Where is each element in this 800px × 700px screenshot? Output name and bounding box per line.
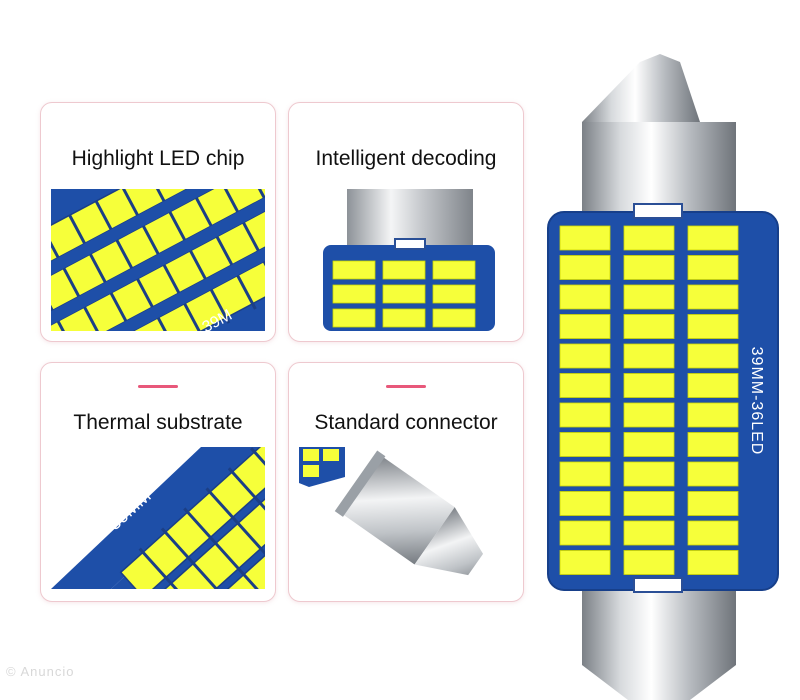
led-chip xyxy=(687,520,739,546)
led-chip xyxy=(687,461,739,487)
connector-closeup-image xyxy=(299,447,513,589)
led-chip xyxy=(687,402,739,428)
decoding-closeup-image xyxy=(299,189,513,331)
led-chip xyxy=(559,402,611,428)
feature-card-connector: Standard connector xyxy=(288,362,524,602)
led-chip xyxy=(623,255,675,280)
led-chip xyxy=(559,520,611,546)
led-chip xyxy=(687,373,739,398)
led-chip xyxy=(623,314,675,339)
substrate-closeup-image: 39MM xyxy=(51,447,265,589)
led-chip xyxy=(559,284,611,310)
led-chip xyxy=(687,550,739,575)
accent-line xyxy=(386,385,426,388)
led-chip xyxy=(687,432,739,457)
festoon-bulb-image: 39MM-36LED xyxy=(540,50,790,700)
led-chip xyxy=(559,314,611,339)
led-chip xyxy=(623,461,675,487)
led-chip xyxy=(559,491,611,516)
led-chip xyxy=(623,520,675,546)
led-chip xyxy=(687,255,739,280)
feature-title-connector: Standard connector xyxy=(314,411,498,434)
feature-card-led-chip: Highlight LED chip xyxy=(40,102,276,342)
led-chip xyxy=(623,402,675,428)
led-chip xyxy=(687,491,739,516)
led-chip xyxy=(623,491,675,516)
led-chip xyxy=(559,373,611,398)
led-chip xyxy=(559,343,611,369)
led-chip xyxy=(687,314,739,339)
feature-title-led-chip: Highlight LED chip xyxy=(71,147,245,170)
led-chip xyxy=(687,284,739,310)
pcb-model-label: 39MM-36LED xyxy=(748,347,765,456)
feature-card-substrate: Thermal substrate 39MM xyxy=(40,362,276,602)
feature-card-decoding: Intelligent decoding xyxy=(288,102,524,342)
led-chip xyxy=(687,343,739,369)
led-chip xyxy=(559,432,611,457)
led-chip xyxy=(559,225,611,251)
feature-title-decoding: Intelligent decoding xyxy=(315,147,497,170)
led-chip xyxy=(559,550,611,575)
led-chip xyxy=(623,550,675,575)
led-chip xyxy=(623,225,675,251)
led-chip xyxy=(687,225,739,251)
accent-line xyxy=(138,385,178,388)
led-chip xyxy=(559,255,611,280)
led-chip xyxy=(623,343,675,369)
led-chip xyxy=(623,284,675,310)
led-chip-closeup-image: 39M xyxy=(51,189,265,331)
led-chip xyxy=(623,373,675,398)
feature-title-substrate: Thermal substrate xyxy=(73,411,243,434)
led-chip xyxy=(559,461,611,487)
led-chip-grid xyxy=(559,225,739,575)
led-chip xyxy=(623,432,675,457)
watermark-text: © Anuncio xyxy=(6,664,75,679)
